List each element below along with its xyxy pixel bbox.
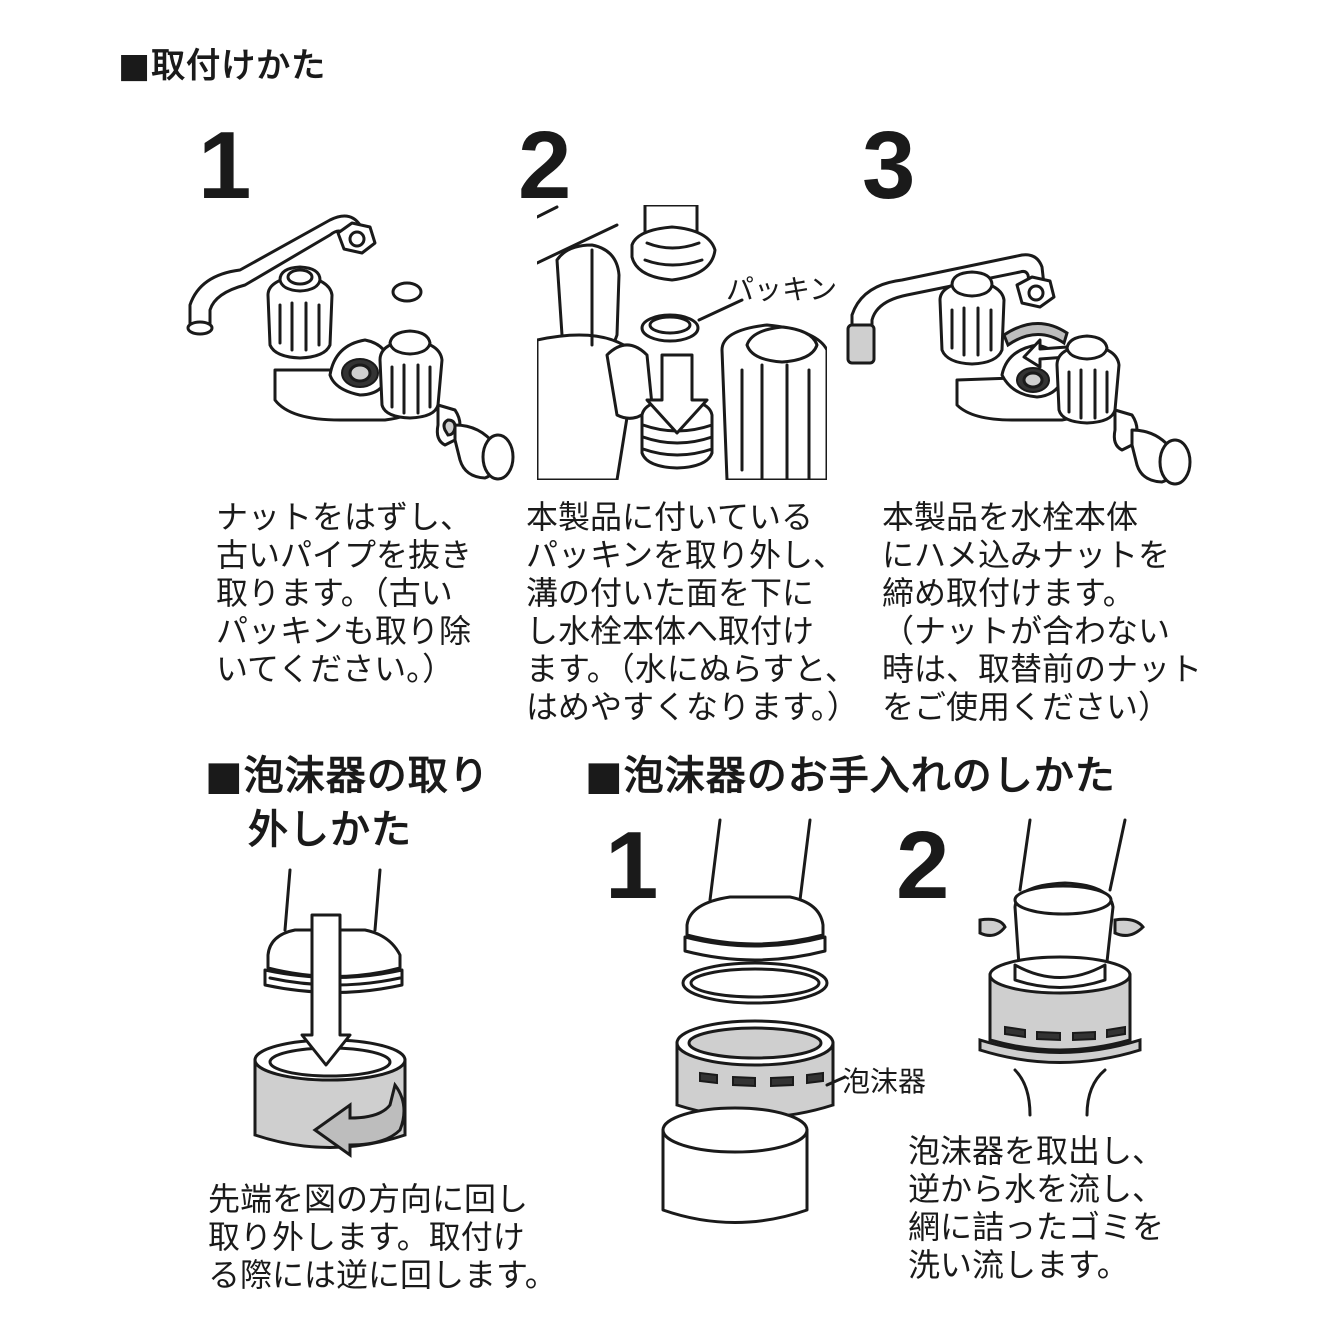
aerator-rinse-illustration — [978, 818, 1146, 1117]
install-title: ■取付けかた — [118, 46, 327, 86]
packing-insert-illustration — [537, 205, 827, 480]
care-step2-text: 泡沫器を取出し、 逆から水を流し、 網に詰ったゴミを 洗い流します。 — [908, 1132, 1165, 1284]
aerator-exploded-illustration — [661, 818, 847, 1224]
install-step2-number: 2 — [518, 112, 572, 219]
install-step3-number: 3 — [862, 112, 916, 219]
install-step1-text: ナットをはずし、 古いパイプを抜き 取ります。（古い パッキンも取り除 いてくだ… — [216, 498, 473, 688]
faucet-remove-pipe-illustration — [186, 214, 515, 481]
install-step2-text: 本製品に付いている パッキンを取り外し、 溝の付いた面を下に し水栓本体へ取付け… — [526, 498, 859, 726]
packing-label: パッキン — [726, 273, 838, 306]
faucet-install-illustration — [846, 253, 1192, 486]
care-title: ■泡沫器のお手入れのしかた — [585, 753, 1116, 799]
aerator-label: 泡沫器 — [842, 1065, 927, 1098]
install-step1-number: 1 — [198, 112, 252, 219]
removal-title-line1: ■泡沫器の取り — [205, 753, 490, 799]
aerator-removal-illustration — [253, 868, 407, 1158]
removal-text: 先端を図の方向に回し 取り外します。取付け る際には逆に回します。 — [208, 1180, 557, 1294]
removal-title-line2: 外しかた — [248, 807, 412, 853]
care-step2-number: 2 — [896, 812, 950, 919]
install-step3-text: 本製品を水栓本体 にハメ込みナットを 締め取付けます。 （ナットが合わない 時は… — [882, 498, 1203, 726]
care-step1-number: 1 — [605, 812, 659, 919]
